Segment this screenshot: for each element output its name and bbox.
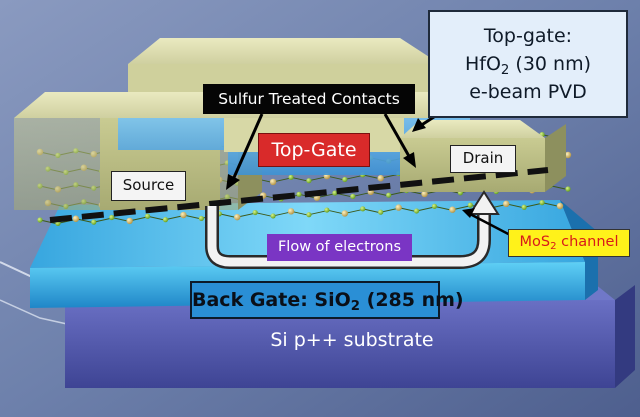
lattice-atom bbox=[72, 215, 80, 222]
lattice-bond bbox=[344, 174, 363, 180]
lattice-atom bbox=[565, 186, 571, 192]
lattice-atom bbox=[109, 214, 115, 221]
lattice-atom bbox=[503, 200, 510, 208]
lattice-atom bbox=[324, 207, 330, 213]
lattice-atom bbox=[144, 213, 151, 219]
lattice-atom bbox=[421, 190, 428, 198]
lattice-atom bbox=[332, 190, 338, 196]
top-gate-note: Top-gate: HfO2 (30 nm) e-beam PVD bbox=[428, 10, 628, 118]
drain-label: Drain bbox=[450, 145, 516, 173]
oxide-side bbox=[560, 200, 598, 300]
sulfur-arrow-left bbox=[230, 113, 264, 183]
lattice-bond bbox=[308, 210, 328, 216]
lattice-atom bbox=[341, 210, 349, 217]
lattice-atom bbox=[37, 217, 43, 223]
lattice-bond bbox=[308, 176, 328, 182]
lattice-atom bbox=[91, 219, 97, 225]
sulfur-arrowhead-left bbox=[226, 174, 240, 190]
lattice-bond bbox=[549, 185, 569, 191]
lattice-atom bbox=[350, 193, 356, 200]
lattice-atom bbox=[395, 204, 402, 211]
lattice-atom bbox=[270, 213, 276, 219]
lattice-atom bbox=[288, 174, 294, 180]
drain-contact-side bbox=[545, 124, 566, 192]
lattice-atom bbox=[342, 176, 348, 183]
top-gate-note-line1: Top-gate: bbox=[483, 25, 573, 47]
lattice-atom bbox=[539, 200, 545, 206]
top-gate-note-line2: HfO2 (30 nm) bbox=[464, 53, 592, 78]
source-label: Source bbox=[111, 171, 186, 201]
lattice-bond bbox=[93, 217, 112, 223]
lattice-atom bbox=[377, 175, 384, 182]
drain-contact-top bbox=[400, 120, 545, 138]
electron-flow-arrow bbox=[207, 206, 489, 267]
lattice-atom bbox=[467, 202, 473, 208]
lattice-bond bbox=[416, 206, 435, 212]
top-gate-label: Top-Gate bbox=[258, 133, 370, 167]
sulfur-arrow-right bbox=[383, 113, 412, 159]
lattice-atom bbox=[234, 213, 241, 221]
substrate-label: Si p++ substrate bbox=[270, 329, 434, 351]
lattice-atom bbox=[296, 191, 302, 197]
lattice-atom bbox=[252, 209, 258, 216]
lattice-atom bbox=[378, 209, 384, 215]
gate-metal-top bbox=[128, 38, 440, 64]
substrate-side bbox=[615, 285, 635, 388]
lattice-atom bbox=[287, 208, 295, 215]
lattice-bond bbox=[272, 211, 292, 217]
sulfur-arrowhead-right bbox=[403, 152, 416, 168]
flow-of-electrons-label: Flow of electrons bbox=[267, 234, 412, 261]
lattice-bond bbox=[255, 212, 274, 218]
lattice-atom bbox=[521, 204, 527, 210]
lattice-atom bbox=[126, 217, 133, 225]
channel-line bbox=[49, 167, 549, 223]
lattice-atom bbox=[556, 202, 564, 210]
lattice-atom bbox=[269, 178, 277, 186]
back-gate-label: Back Gate: SiO2 (285 nm) bbox=[190, 281, 464, 319]
electron-flow-arrowhead bbox=[468, 190, 500, 215]
lattice-atom bbox=[162, 217, 169, 223]
lattice-atom bbox=[306, 212, 312, 218]
lattice-atom bbox=[449, 206, 456, 213]
lattice-atom bbox=[564, 151, 572, 159]
lattice-atom bbox=[180, 211, 187, 219]
lattice-atom bbox=[413, 208, 420, 214]
lattice-atom bbox=[306, 178, 312, 184]
lattice-bond bbox=[380, 207, 399, 213]
lattice-bond bbox=[57, 218, 77, 224]
lattice-atom bbox=[431, 203, 438, 209]
lattice-bond bbox=[39, 219, 59, 225]
lattice-bond bbox=[352, 191, 371, 197]
lattice-atom bbox=[198, 215, 204, 222]
lattice-bond bbox=[524, 202, 543, 208]
lattice-bond bbox=[147, 215, 166, 221]
channel-arrowhead bbox=[462, 208, 475, 218]
lattice-bond bbox=[290, 176, 310, 182]
lattice-bond bbox=[165, 215, 184, 221]
sulfur-contacts-label: Sulfur Treated Contacts bbox=[203, 84, 415, 114]
lattice-atom bbox=[386, 192, 392, 198]
lattice-atom bbox=[360, 206, 366, 212]
channel-label: MoS2 channel bbox=[508, 229, 630, 257]
lattice-bond bbox=[362, 208, 381, 214]
top-gate-note-line3: e-beam PVD bbox=[469, 81, 587, 103]
hfo2-arrowhead bbox=[412, 118, 426, 132]
